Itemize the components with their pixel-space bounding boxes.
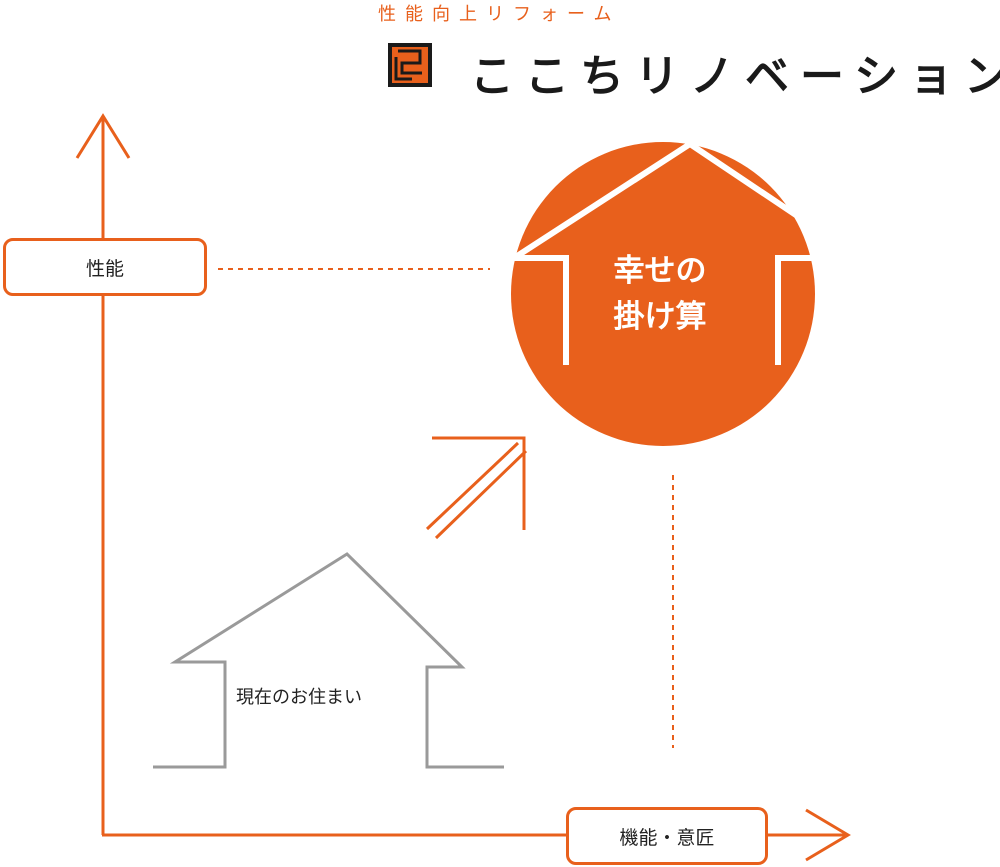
improvement-arrow-icon bbox=[425, 436, 528, 540]
current-home-label: 現在のお住まい bbox=[236, 687, 362, 708]
vertical-axis-label-text: 性能 bbox=[85, 257, 124, 280]
horizontal-axis-label-text: 機能・意匠 bbox=[619, 826, 715, 849]
goal-label-line1: 幸せの bbox=[613, 253, 707, 289]
goal-label-line2: 掛け算 bbox=[613, 299, 707, 335]
goal-house-icon bbox=[503, 140, 870, 365]
vertical-axis-arrowhead bbox=[75, 113, 131, 159]
tagline: 性能向上リフォーム bbox=[378, 4, 621, 25]
goal-circle bbox=[511, 142, 815, 446]
vertical-axis-label: 性能 bbox=[3, 238, 207, 296]
current-house-icon bbox=[153, 552, 504, 769]
goal-label: 幸せの 掛け算 bbox=[580, 248, 740, 340]
horizontal-axis-arrowhead bbox=[805, 808, 851, 862]
brand-logo-icon bbox=[388, 43, 432, 87]
horizontal-axis-label: 機能・意匠 bbox=[566, 807, 768, 865]
brand-name: ここちリノベーション bbox=[470, 51, 1000, 102]
